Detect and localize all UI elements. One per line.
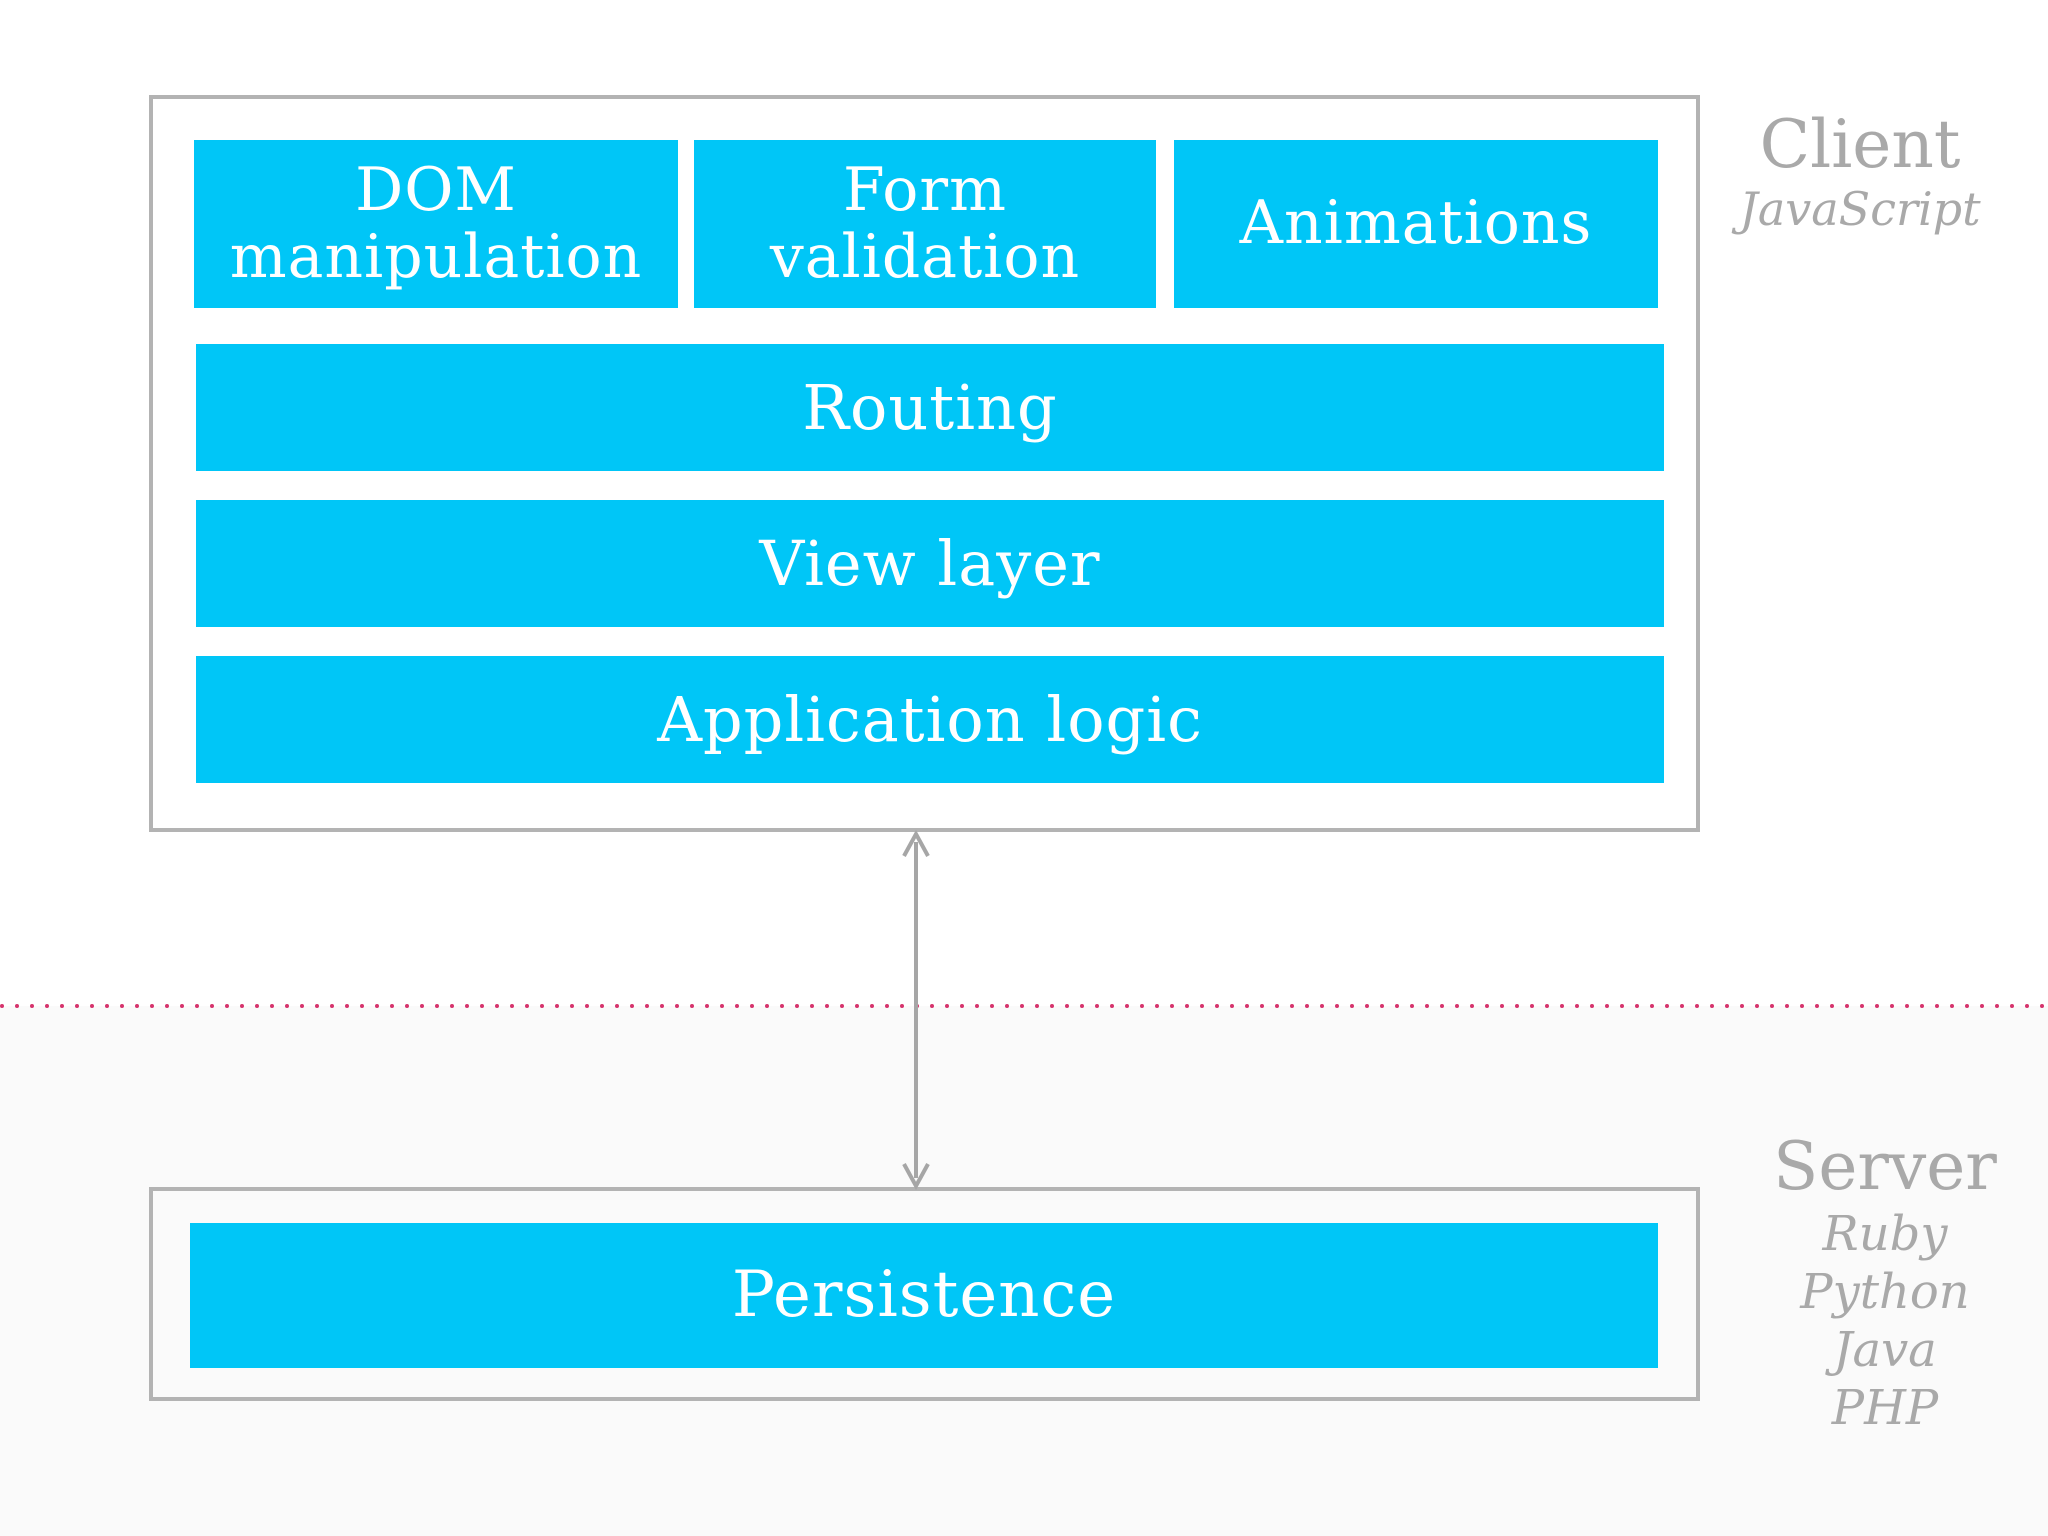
routing-label: Routing — [802, 370, 1058, 444]
routing-block: Routing — [196, 344, 1664, 471]
application-logic-block: Application logic — [196, 656, 1664, 783]
form-validation-block: Form validation — [694, 140, 1156, 308]
server-title: Server — [1773, 1128, 1997, 1205]
persistence-label: Persistence — [731, 1257, 1117, 1332]
view-layer-block: View layer — [196, 500, 1664, 627]
view-layer-label: View layer — [759, 526, 1101, 600]
application-logic-label: Application logic — [657, 682, 1203, 756]
server-language-ruby: Ruby — [1822, 1206, 1948, 1262]
dom-manipulation-line1: DOM — [355, 154, 517, 225]
animations-block: Animations — [1174, 140, 1658, 308]
dom-manipulation-block: DOM manipulation — [194, 140, 678, 308]
animations-label: Animations — [1239, 188, 1593, 259]
server-language-php: PHP — [1831, 1380, 1939, 1436]
server-frame — [149, 1187, 1700, 1401]
persistence-block: Persistence — [190, 1223, 1658, 1368]
connector-arrow-head-up — [902, 829, 930, 857]
connector-arrow-head-down — [902, 1163, 930, 1191]
client-subtitle: JavaScript — [1739, 182, 1981, 236]
server-language-python: Python — [1800, 1264, 1970, 1320]
dom-manipulation-line2: manipulation — [229, 222, 643, 292]
form-validation-line1: Form — [842, 154, 1008, 225]
form-validation-line2: validation — [769, 222, 1081, 292]
client-title: Client — [1759, 106, 1961, 183]
client-frame — [149, 95, 1700, 832]
server-language-java: Java — [1833, 1322, 1937, 1378]
